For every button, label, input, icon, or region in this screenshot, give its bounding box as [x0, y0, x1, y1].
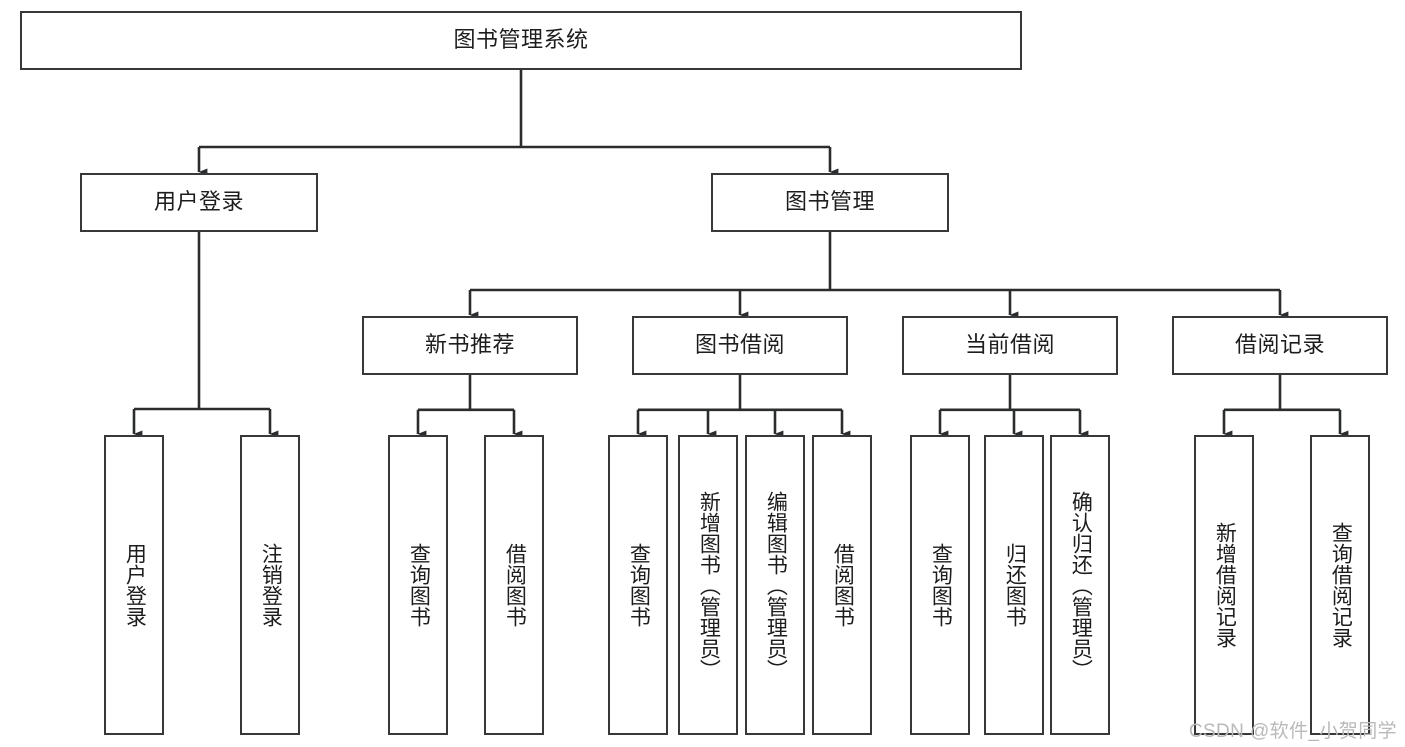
node-leaf-query-1[interactable]: 查询图书 [388, 435, 448, 735]
node-label: 新书推荐 [424, 332, 515, 358]
node-leaf-return[interactable]: 归还图书 [984, 435, 1044, 735]
node-label: 图书管理 [784, 189, 875, 215]
node-leaf-edit-book[interactable]: 编辑图书（管理员） [745, 435, 805, 735]
node-label: 编辑图书（管理员） [764, 490, 788, 680]
node-leaf-add-book[interactable]: 新增图书（管理员） [678, 435, 738, 735]
node-label: 图书借阅 [694, 332, 785, 358]
node-leaf-add-rec[interactable]: 新增借阅记录 [1194, 435, 1254, 735]
node-leaf-query-3[interactable]: 查询图书 [910, 435, 970, 735]
node-label: 当前借阅 [964, 332, 1055, 358]
node-current-borrow[interactable]: 当前借阅 [902, 316, 1118, 375]
node-label: 查询图书 [929, 543, 953, 627]
node-leaf-user-login[interactable]: 用户登录 [104, 435, 164, 735]
node-user-login[interactable]: 用户登录 [80, 173, 318, 232]
node-label: 用户登录 [153, 189, 244, 215]
node-leaf-query-rec[interactable]: 查询借阅记录 [1310, 435, 1370, 735]
node-new-book-rec[interactable]: 新书推荐 [362, 316, 578, 375]
node-book-manage[interactable]: 图书管理 [711, 173, 949, 232]
node-label: 查询图书 [627, 543, 651, 627]
node-label: 借阅图书 [831, 543, 855, 627]
node-leaf-logout[interactable]: 注销登录 [240, 435, 300, 735]
node-label: 新增图书（管理员） [697, 490, 721, 680]
node-borrow-record[interactable]: 借阅记录 [1172, 316, 1388, 375]
node-label: 注销登录 [259, 543, 283, 627]
node-label: 归还图书 [1003, 543, 1027, 627]
node-book-borrow[interactable]: 图书借阅 [632, 316, 848, 375]
node-label: 新增借阅记录 [1213, 522, 1237, 648]
node-label: 图书管理系统 [453, 27, 589, 53]
node-leaf-borrow-1[interactable]: 借阅图书 [484, 435, 544, 735]
node-root[interactable]: 图书管理系统 [20, 11, 1022, 70]
node-label: 查询图书 [407, 543, 431, 627]
node-label: 查询借阅记录 [1329, 522, 1353, 648]
node-leaf-borrow-2[interactable]: 借阅图书 [812, 435, 872, 735]
node-label: 确认归还（管理员） [1069, 490, 1093, 680]
node-label: 借阅图书 [503, 543, 527, 627]
node-leaf-query-2[interactable]: 查询图书 [608, 435, 668, 735]
node-leaf-confirm[interactable]: 确认归还（管理员） [1050, 435, 1110, 735]
node-label: 用户登录 [123, 543, 147, 627]
node-label: 借阅记录 [1234, 332, 1325, 358]
